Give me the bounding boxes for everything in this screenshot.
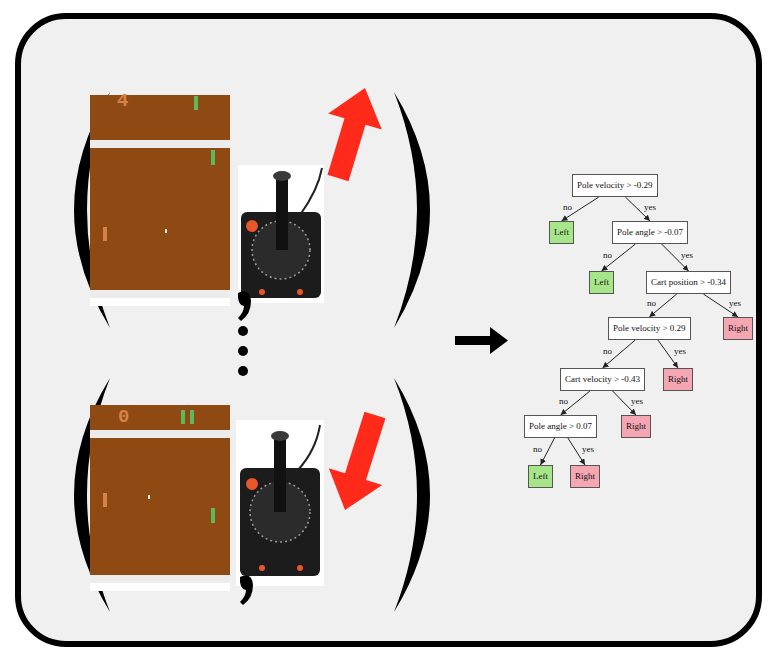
leaf-box: Right [621, 415, 651, 438]
leaf-box: Right [570, 465, 600, 488]
pong-screen [90, 95, 230, 140]
joystick-knob [273, 171, 291, 181]
edge-label: no [532, 444, 543, 454]
pong-screen [90, 583, 230, 591]
node-text: Right [575, 471, 595, 482]
node-text: Right [668, 374, 688, 385]
node-text: Pole velocity > -0.29 [577, 180, 653, 191]
node-text: Cart position > -0.34 [651, 277, 726, 288]
leaf-box: Right [723, 317, 753, 340]
game-score: 4 [117, 92, 128, 111]
split-box: Cart position > -0.34 [646, 271, 731, 294]
action-arrow [328, 88, 382, 181]
joystick-button [297, 565, 303, 571]
comma [240, 576, 253, 605]
joystick-cable [300, 168, 322, 215]
pong-ball [165, 229, 167, 233]
node-text: Pole angle > 0.07 [529, 421, 592, 432]
edge-label: yes [728, 298, 742, 308]
pong-wall [90, 430, 230, 438]
edge-label: yes [643, 202, 657, 212]
tree-edge [562, 197, 599, 221]
joystick-button [246, 478, 258, 490]
pong-wall [90, 575, 230, 583]
joystick-button [297, 289, 303, 295]
node-text: Right [626, 421, 646, 432]
pong-score [194, 96, 198, 110]
tree-edge [603, 340, 636, 368]
joystick-button [259, 289, 265, 295]
edge-label: no [602, 346, 613, 356]
split-box: Pole velocity > 0.29 [608, 317, 691, 340]
ellipsis-dot [238, 346, 248, 356]
pong-score [181, 410, 185, 424]
leaf-box: Left [589, 271, 614, 294]
node-text: Left [533, 471, 548, 482]
joystick-button [259, 565, 265, 571]
joystick-photo [238, 165, 324, 303]
pong-paddle [211, 150, 215, 165]
leaf-box: Left [528, 465, 553, 488]
edge-label: yes [680, 250, 694, 260]
joystick-knob [271, 431, 289, 441]
pong-paddle [103, 227, 107, 241]
edge-label: yes [581, 444, 595, 454]
comma [238, 292, 251, 321]
joystick-photo [236, 420, 324, 586]
pong-paddle [103, 493, 107, 507]
edge-label: no [562, 202, 573, 212]
edge-label: yes [673, 346, 687, 356]
right-parenthesis [394, 378, 430, 612]
split-box: Pole angle > -0.07 [612, 221, 688, 244]
transform-arrow [455, 336, 492, 345]
edge-label: no [602, 250, 613, 260]
joystick-cable [298, 425, 320, 470]
split-box: Pole velocity > -0.29 [572, 174, 658, 197]
action-arrow [329, 412, 386, 510]
tree-edge [602, 244, 636, 271]
split-box: Cart velocity > -0.43 [560, 368, 645, 391]
leaf-box: Right [663, 368, 693, 391]
pong-ball [148, 495, 150, 499]
node-text: Pole angle > -0.07 [617, 227, 683, 238]
pong-wall [90, 290, 230, 298]
transform-arrow-head [490, 327, 508, 354]
ellipsis-dot [238, 326, 248, 336]
edge-label: yes [630, 396, 644, 406]
node-text: Cart velocity > -0.43 [565, 374, 640, 385]
edge-label: no [558, 396, 569, 406]
node-text: Left [554, 227, 569, 238]
joystick-stick [274, 436, 286, 512]
game-score: 0 [118, 408, 129, 427]
node-text: Pole velocity > 0.29 [613, 323, 686, 334]
pong-screen [90, 298, 230, 306]
ellipsis-dot [238, 366, 248, 376]
pong-wall [90, 140, 230, 148]
pong-screen [90, 148, 230, 290]
node-text: Right [728, 323, 748, 334]
pong-screen [90, 405, 230, 430]
leaf-box: Left [549, 221, 574, 244]
split-box: Pole angle > 0.07 [524, 415, 597, 438]
edge-label: no [646, 298, 657, 308]
pong-screen [90, 438, 230, 575]
joystick-button [246, 220, 258, 232]
pong-paddle [211, 508, 215, 523]
outer-frame [18, 16, 759, 644]
node-text: Left [594, 277, 609, 288]
joystick-stick [276, 176, 288, 250]
pong-score [190, 410, 194, 424]
right-parenthesis [394, 92, 430, 328]
